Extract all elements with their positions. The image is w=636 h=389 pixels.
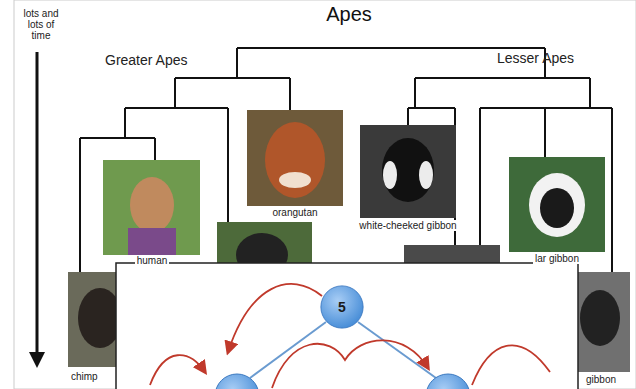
time-arrow xyxy=(36,52,39,355)
tree-overlay xyxy=(116,263,578,389)
node-number: 5 xyxy=(338,299,346,315)
group-label: Lesser Apes xyxy=(497,51,574,66)
tree-branches xyxy=(80,48,612,272)
tree-node-circle: 5 xyxy=(320,285,364,329)
time-note: lots and lots of time xyxy=(18,8,64,41)
title-text: Apes xyxy=(326,3,372,26)
species-label: lar gibbon xyxy=(533,253,581,264)
group-label: Greater Apes xyxy=(105,53,188,68)
species-label: chimp xyxy=(69,371,100,382)
species-label: orangutan xyxy=(270,207,319,218)
species-label: human xyxy=(135,255,170,266)
species-label: gibbon xyxy=(584,374,618,385)
species-label: white-cheeked gibbon xyxy=(357,220,458,231)
arrow-head xyxy=(29,352,45,368)
